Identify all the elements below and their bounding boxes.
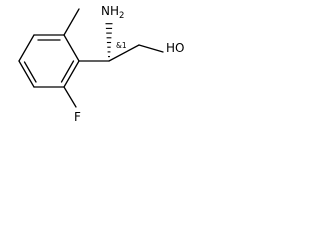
hydrogen-symbol: H <box>110 4 119 18</box>
hydrogen-count: 2 <box>119 11 124 21</box>
ring-bond-lower-right <box>63 60 80 88</box>
ring-bond-upper-right <box>63 34 80 62</box>
stereocenter-to-ch2-bond <box>108 44 140 62</box>
ring-bond-lower-left <box>18 60 35 88</box>
fluoro-bond <box>63 86 77 108</box>
stereo-descriptor-label: &1 <box>116 41 127 50</box>
benzene-ring <box>18 34 80 88</box>
ch2-to-oxygen-bond <box>138 44 164 53</box>
hashed-wedge-bond <box>105 23 113 58</box>
chemical-structure-diagram: F NH2 &1 HO <box>18 4 184 124</box>
fluorine-atom-label: F <box>74 110 81 124</box>
amine-label: NH2 <box>101 4 124 21</box>
nitrogen-symbol: N <box>101 4 110 18</box>
ring-double-bond-right <box>60 60 75 83</box>
ring-double-bond-left <box>23 61 37 83</box>
methyl-bond <box>63 8 80 36</box>
hydroxyl-label: HO <box>166 41 184 55</box>
ring-bond-upper-left <box>18 34 35 62</box>
